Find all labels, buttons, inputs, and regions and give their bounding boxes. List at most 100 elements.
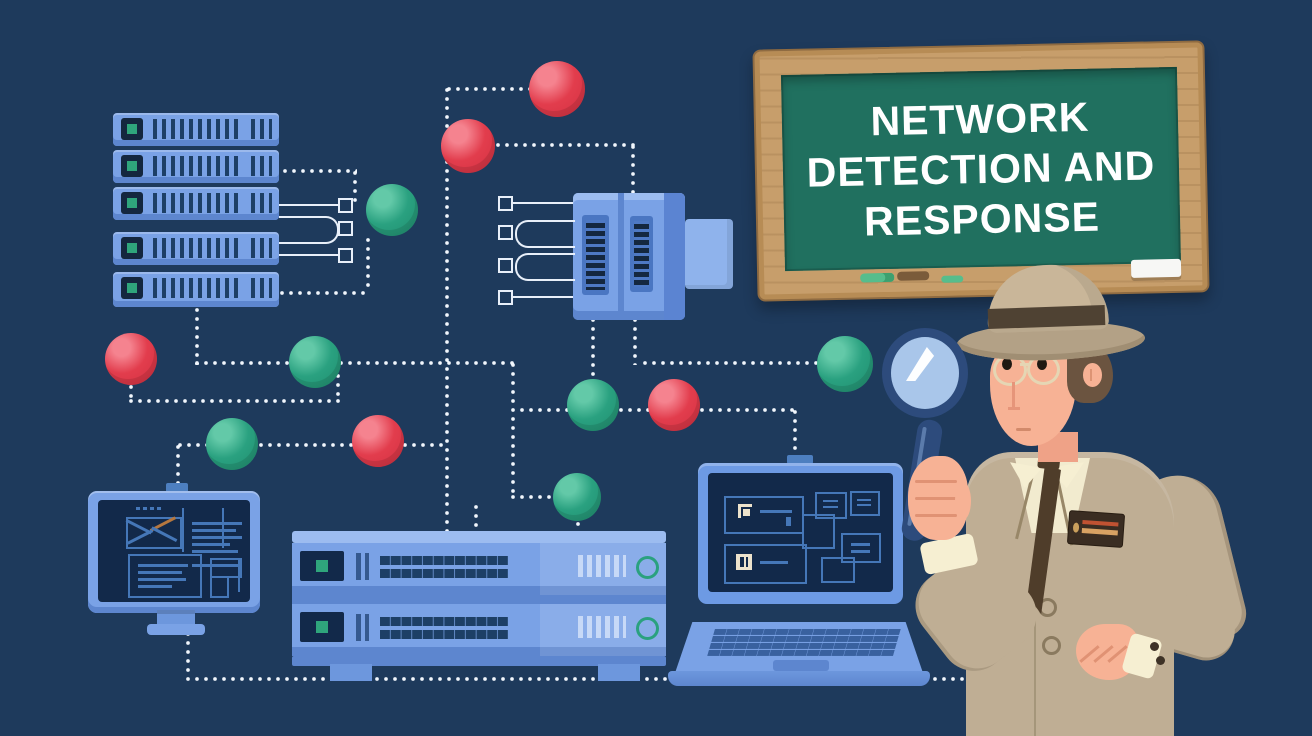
laptop-touchpad [773,660,829,671]
rack-unit [292,604,666,656]
laptop-connector-tab [787,455,813,464]
flow-node [841,533,881,563]
nose-line [1012,382,1015,409]
dotted-connector [176,445,180,487]
appliance-vent [582,215,609,295]
status-led [127,124,137,134]
rack-bars [356,553,369,580]
flow-box [724,544,807,584]
rack-indicator-panel [300,612,344,642]
status-led [127,161,137,171]
flow-line [760,510,792,513]
server-vents [251,156,272,176]
node-line [851,550,870,553]
dotted-connector [195,308,199,365]
flow-node [821,557,855,583]
server-indicator-panel [121,192,143,214]
server-unit [113,232,279,265]
rack-unit [292,543,666,595]
wireframe-line [192,522,242,525]
coat-seam-line [1034,566,1036,736]
wireframe-vline [238,560,240,592]
server-vents [251,238,272,258]
status-dot-green [289,336,341,388]
wireframe-line [192,564,238,567]
ear-line [1090,369,1092,381]
rack-indicator-panel [300,551,344,581]
cable-loop [515,253,575,281]
server-indicator-panel [121,118,143,140]
dotted-connector [793,410,797,462]
status-led [316,621,328,633]
rack-foot [598,664,640,681]
appliance-divider [618,193,624,320]
dotted-connector [129,399,340,403]
node-line [823,506,838,508]
wireframe-line [192,550,238,553]
wireframe-line [192,543,230,546]
node-line [857,504,871,506]
wireframe-vline [182,508,184,552]
wireframe-box [210,576,229,598]
monitor-stand-neck [157,610,195,626]
flow-glyph [786,517,791,526]
status-dot-red [648,379,700,431]
wireframe-line [138,585,172,588]
badge-line [1081,528,1118,536]
server-unit [113,150,279,183]
rack-top-strip [292,531,666,543]
server-indicator-panel [121,237,143,259]
dotted-connector [186,632,190,680]
badge-emblem [1072,522,1080,533]
cable-plug [498,290,513,305]
dotted-connector [283,169,357,173]
rack-bars [356,614,369,641]
server-vents [251,278,272,298]
cable-plug [338,221,353,236]
flow-node [850,491,880,516]
node-line [823,500,838,502]
appliance-side-module [685,219,733,289]
icon-bar [740,557,744,567]
status-led [127,283,137,293]
cable-plug [498,196,513,211]
finger-line [915,497,957,500]
status-dot-red [105,333,157,385]
network-appliance [573,193,735,320]
rack-divider [292,595,666,604]
eye [1037,358,1047,370]
rack-stripes [578,555,626,577]
icon-bar [746,557,748,567]
nose-base [1008,407,1020,410]
flow-node [802,514,835,549]
wireframe-line [138,564,188,567]
status-led [127,243,137,253]
mouth [1016,428,1031,431]
wireframe-line [138,571,182,574]
rack-foot [330,664,372,681]
wireframe-box [128,554,202,598]
rack-ring-light [636,617,659,640]
flow-line [760,561,788,564]
vent-slats [586,220,605,290]
cable-plug [338,198,353,213]
dotted-connector [178,443,448,447]
status-dot-red [529,61,585,117]
rack-appliance [292,531,666,683]
dotted-connector [445,88,449,538]
server-vents [153,193,243,213]
rack-ring-light [636,556,659,579]
flow-box-icon [738,504,752,518]
detective [882,260,1312,736]
node-line [851,543,870,546]
laptop [668,455,930,690]
cable-loop [515,220,575,248]
status-dot-green [567,379,619,431]
vent-slats [634,221,649,287]
dotted-connector [336,365,340,401]
status-led [316,560,328,572]
server-vents [251,193,272,213]
coat-button [1042,636,1061,655]
